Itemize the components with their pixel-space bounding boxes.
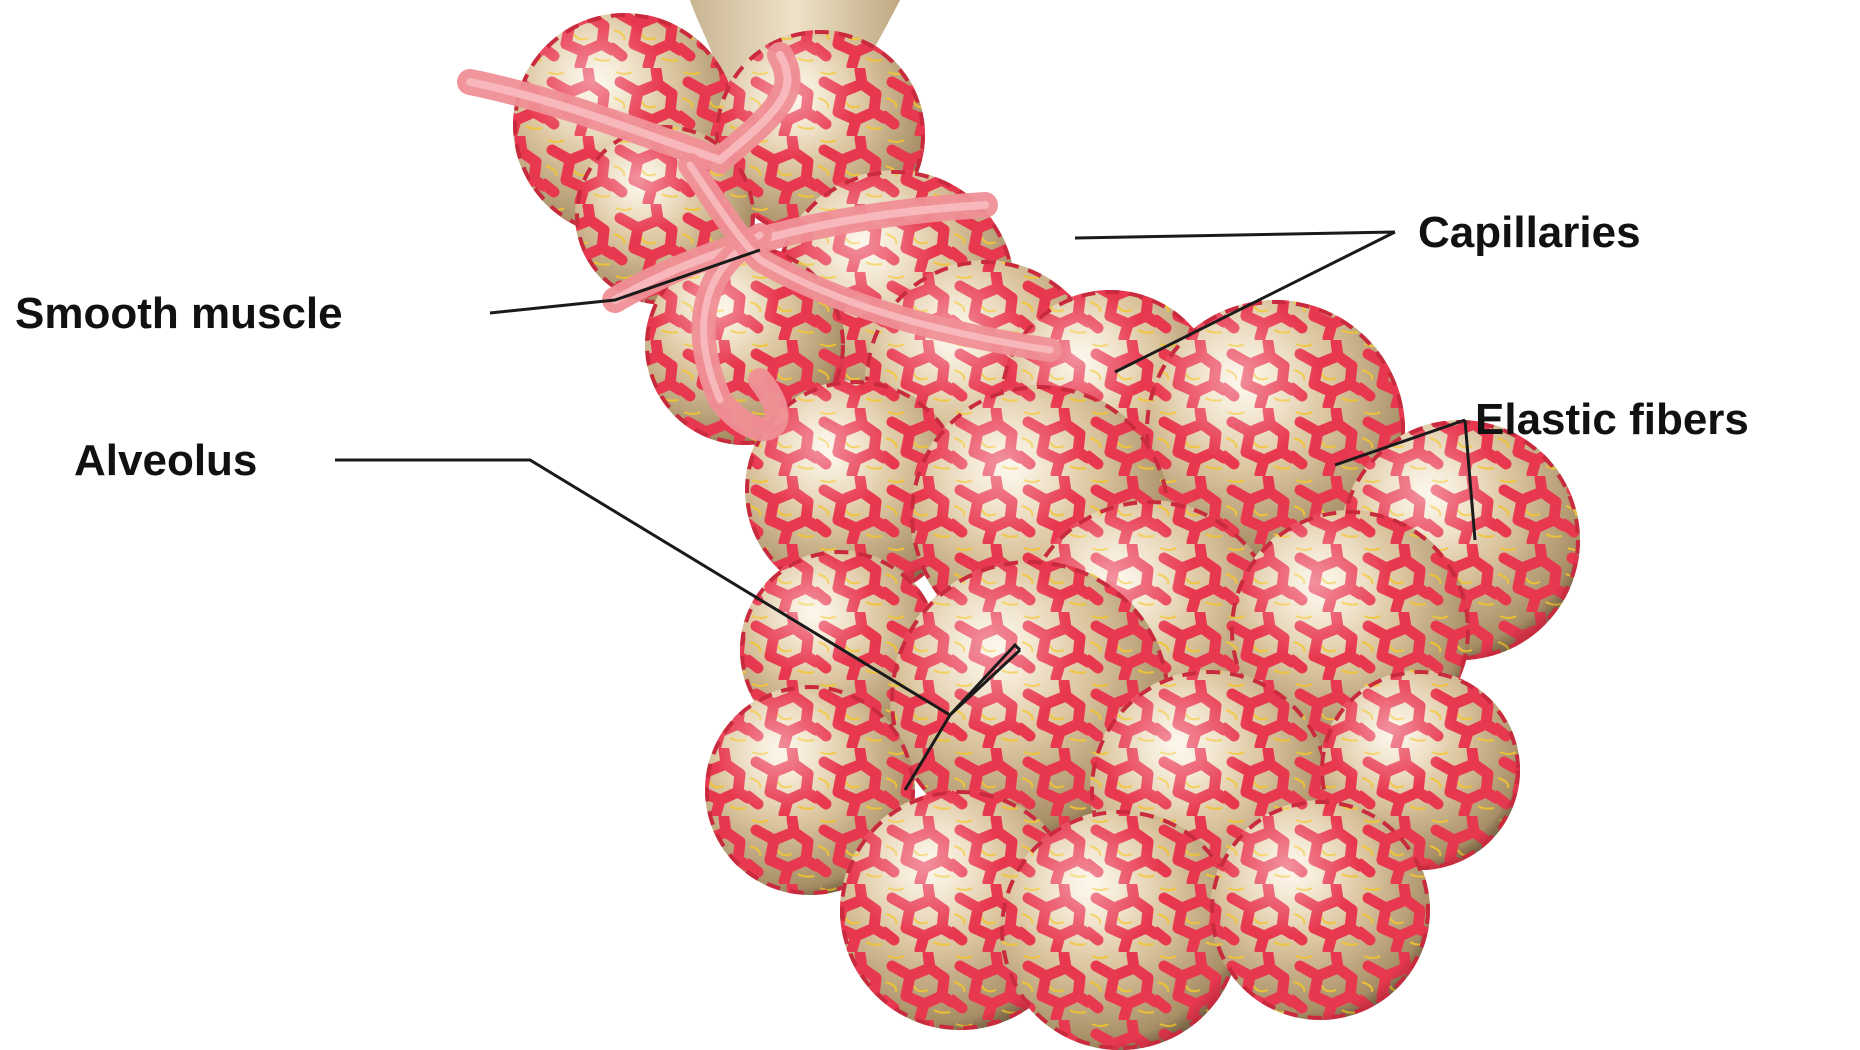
label-alveolus: Alveolus (74, 439, 257, 483)
alveolus-sphere (1000, 810, 1240, 1050)
label-elastic-fibers: Elastic fibers (1475, 398, 1749, 442)
alveoli (513, 13, 1580, 1050)
label-capillaries: Capillaries (1418, 211, 1641, 255)
alveolus-sphere (1210, 800, 1430, 1020)
label-smooth-muscle: Smooth muscle (15, 292, 343, 336)
leader-line-capillaries-upper (1075, 232, 1395, 238)
